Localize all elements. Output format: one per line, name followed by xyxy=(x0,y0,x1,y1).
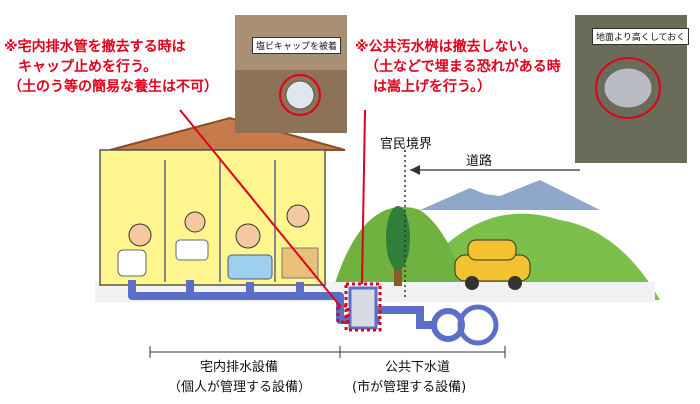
pointer-left xyxy=(179,109,341,307)
toilet xyxy=(117,249,147,277)
pointer-right xyxy=(361,109,366,285)
snow-cap xyxy=(470,188,500,196)
car-wheel xyxy=(465,276,479,290)
car-wheel xyxy=(508,276,522,290)
snow-mountain xyxy=(420,180,600,210)
right-note-line3: は嵩上げを行う。） xyxy=(373,79,492,95)
private-title: 宅内排水設備 xyxy=(200,360,279,375)
highlight-basin xyxy=(344,282,382,332)
right-note: ※公共汚水桝は撤去しない。 （土などで埋まる恐れがある時 は嵩上げを行う。） xyxy=(355,37,561,97)
public-sewer-basin xyxy=(348,286,378,330)
car-top xyxy=(467,239,517,261)
left-note-line2: キャップ止めを行う。 xyxy=(18,59,158,75)
person-head xyxy=(184,211,206,233)
right-note-line1: ※公共汚水桝は撤去しない。 xyxy=(355,39,537,55)
left-note-line3: （土のう等の簡易な養生は不可） xyxy=(8,79,218,95)
left-note-line1: ※宅内排水管を撤去する時は xyxy=(4,39,186,55)
photo-cap-marker xyxy=(279,74,321,116)
public-sub: (市が管理する設備) xyxy=(352,380,467,395)
private-sub: （個人が管理する設備） xyxy=(168,380,312,395)
left-note: ※宅内排水管を撤去する時は キャップ止めを行う。 （土のう等の簡易な養生は不可） xyxy=(4,37,218,97)
public-title: 公共下水道 xyxy=(385,360,451,375)
photo-cap-pipe xyxy=(285,80,315,110)
sink xyxy=(175,239,209,261)
photo-cap-label: 塩ビキャップを被着 xyxy=(252,37,342,54)
person-head xyxy=(128,223,152,247)
right-note-line2: （土などで埋まる恐れがある時 xyxy=(365,59,561,75)
photo-basin-lid xyxy=(603,67,653,109)
road-arrow-head xyxy=(410,165,420,175)
person-head xyxy=(235,223,261,249)
photo-basin-marker xyxy=(595,57,661,119)
bathtub xyxy=(227,254,273,280)
road-label: 道路 xyxy=(466,154,493,169)
photo-basin-label: 地面より高くしておく xyxy=(592,28,690,45)
tree-trunk xyxy=(394,262,402,286)
person-head xyxy=(286,204,310,228)
boundary-label: 官民境界 xyxy=(380,137,433,152)
public-pipe xyxy=(376,306,440,329)
sewer-main-outer xyxy=(457,304,499,346)
tree-foliage xyxy=(386,206,410,270)
drain-pipe-branch xyxy=(186,280,304,296)
highlight-cap xyxy=(336,304,350,324)
